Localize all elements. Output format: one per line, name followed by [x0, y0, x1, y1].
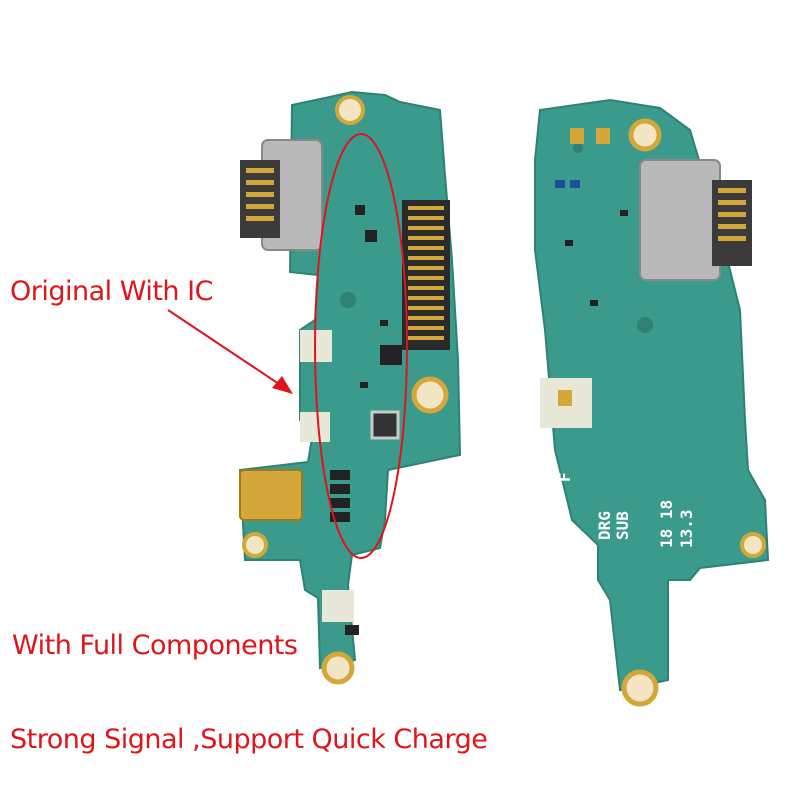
silk-letter: F: [555, 472, 574, 482]
silk-code-a: 18 18: [657, 500, 676, 548]
right-charging-board: F DRG SUB 18 18 13.3: [534, 98, 770, 707]
caption-strong-signal: Strong Signal ,Support Quick Charge: [10, 724, 488, 755]
silk-sub: SUB: [613, 511, 632, 540]
caption-full-components: With Full Components: [12, 630, 298, 661]
left-charging-board: [238, 90, 462, 685]
silk-code-b: 13.3: [677, 509, 696, 548]
silk-part: DRG: [595, 511, 614, 540]
pointer-arrow: [167, 309, 293, 394]
caption-original-with-ic: Original With IC: [10, 276, 213, 307]
